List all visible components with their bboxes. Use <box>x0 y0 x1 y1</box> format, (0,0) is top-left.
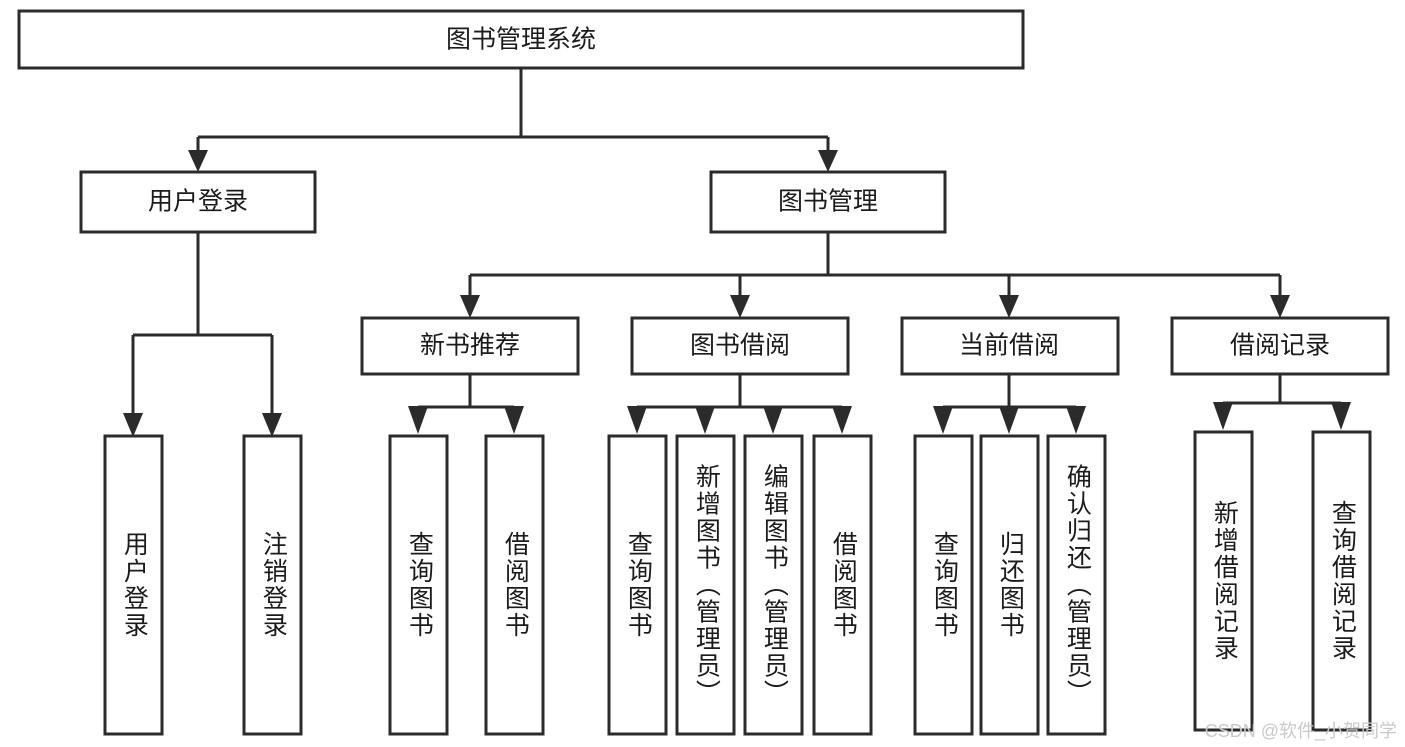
leaf-borrow-add-book-box[interactable] <box>675 434 736 736</box>
node-user-login-box[interactable] <box>79 170 317 234</box>
arrowhead-current-leaf1 <box>933 406 953 434</box>
leaf-newbook-query-box[interactable] <box>388 434 449 736</box>
node-root[interactable]: 图书管理系统 <box>17 9 1025 70</box>
arrowhead-newbook-leaf2 <box>504 406 524 434</box>
node-user-login-label: 用户登录 <box>148 188 248 216</box>
leaf-user-logout-box[interactable] <box>242 434 303 736</box>
leaf-borrow-query-label: 查询图书 <box>624 531 653 639</box>
leaf-borrow-add-book-label: 新增图书（管理员） <box>692 464 721 707</box>
leaf-records-query-label: 查询借阅记录 <box>1328 500 1357 662</box>
leaf-current-confirm-return-box[interactable] <box>1046 434 1107 736</box>
csdn-watermark: CSDN @软件_小贺同学 <box>1204 721 1397 741</box>
leaf-user-login-1-box[interactable] <box>103 434 164 736</box>
arrowhead-current <box>999 295 1019 318</box>
arrowhead-current-leaf2 <box>999 406 1019 434</box>
leaf-current-return-box[interactable] <box>979 434 1040 736</box>
leaf-newbook-query-label: 查询图书 <box>405 531 434 639</box>
node-root-label: 图书管理系统 <box>446 26 596 54</box>
arrowhead-userlogin-leaf2 <box>262 413 282 437</box>
leaf-borrow-edit-book[interactable]: 编辑图书（管理员） <box>743 434 804 736</box>
node-current-borrow-label: 当前借阅 <box>959 332 1059 360</box>
leaf-user-login-1-label: 用户登录 <box>120 531 149 639</box>
leaf-current-query[interactable]: 查询图书 <box>913 434 974 736</box>
node-book-management-label: 图书管理 <box>778 188 878 216</box>
leaf-borrow-borrow-book-box[interactable] <box>812 434 873 736</box>
arrowhead-user-login <box>188 150 208 172</box>
leaf-user-login-1[interactable]: 用户登录 <box>103 434 164 736</box>
leaf-records-query[interactable]: 查询借阅记录 <box>1311 430 1372 732</box>
arrowhead-borrow-leaf3 <box>763 406 783 434</box>
leaf-user-logout[interactable]: 注销登录 <box>242 434 303 736</box>
node-current-borrow-box[interactable] <box>900 316 1120 376</box>
leaf-borrow-borrow-book-label: 借阅图书 <box>829 531 858 639</box>
arrowhead-borrow <box>730 295 750 318</box>
arrowhead-records-leaf1 <box>1213 402 1233 430</box>
leaf-current-return-label: 归还图书 <box>996 531 1025 639</box>
leaf-newbook-borrow-label: 借阅图书 <box>501 531 530 639</box>
leaf-current-confirm-return[interactable]: 确认归还（管理员） <box>1046 434 1107 736</box>
arrowhead-borrow-leaf1 <box>627 406 647 434</box>
leaf-newbook-borrow-box[interactable] <box>484 434 545 736</box>
leaf-current-confirm-return-label: 确认归还（管理员） <box>1063 464 1092 707</box>
node-book-borrow-label: 图书借阅 <box>690 332 790 360</box>
leaf-borrow-edit-book-label: 编辑图书（管理员） <box>760 464 789 707</box>
node-new-book-recommend[interactable]: 新书推荐 <box>360 316 580 376</box>
leaf-records-query-box[interactable] <box>1311 430 1372 732</box>
node-book-borrow[interactable]: 图书借阅 <box>630 316 850 376</box>
leaf-borrow-query-box[interactable] <box>607 434 668 736</box>
leaf-newbook-borrow[interactable]: 借阅图书 <box>484 434 545 736</box>
node-user-login[interactable]: 用户登录 <box>79 170 317 234</box>
leaf-borrow-borrow-book[interactable]: 借阅图书 <box>812 434 873 736</box>
leaf-borrow-add-book[interactable]: 新增图书（管理员） <box>675 434 736 736</box>
arrowhead-newbook <box>460 295 480 318</box>
node-borrow-records[interactable]: 借阅记录 <box>1170 316 1390 376</box>
arrowhead-newbook-leaf1 <box>408 406 428 434</box>
leaf-newbook-query[interactable]: 查询图书 <box>388 434 449 736</box>
leaf-current-return[interactable]: 归还图书 <box>979 434 1040 736</box>
node-root-box[interactable] <box>17 9 1025 70</box>
node-book-management[interactable]: 图书管理 <box>709 170 947 234</box>
arrowhead-userlogin-leaf1 <box>123 413 143 437</box>
leaf-borrow-edit-book-box[interactable] <box>743 434 804 736</box>
arrowhead-records <box>1270 295 1290 318</box>
leaf-current-query-label: 查询图书 <box>930 531 959 639</box>
node-book-management-box[interactable] <box>709 170 947 234</box>
node-current-borrow[interactable]: 当前借阅 <box>900 316 1120 376</box>
node-book-borrow-box[interactable] <box>630 316 850 376</box>
node-borrow-records-label: 借阅记录 <box>1230 332 1330 360</box>
arrowheads <box>123 150 1351 437</box>
leaf-user-logout-label: 注销登录 <box>259 531 288 639</box>
leaf-borrow-query[interactable]: 查询图书 <box>607 434 668 736</box>
arrowhead-current-leaf3 <box>1066 406 1086 434</box>
leaf-records-add-label: 新增借阅记录 <box>1210 500 1239 662</box>
arrowhead-borrow-leaf2 <box>695 406 715 434</box>
arrowhead-book-mgmt <box>818 150 838 172</box>
arrowhead-borrow-leaf4 <box>832 406 852 434</box>
node-borrow-records-box[interactable] <box>1170 316 1390 376</box>
node-new-book-recommend-box[interactable] <box>360 316 580 376</box>
arrowhead-records-leaf2 <box>1331 402 1351 430</box>
leaf-records-add-box[interactable] <box>1193 430 1254 732</box>
leaf-records-add[interactable]: 新增借阅记录 <box>1193 430 1254 732</box>
leaf-current-query-box[interactable] <box>913 434 974 736</box>
node-new-book-recommend-label: 新书推荐 <box>420 332 520 360</box>
